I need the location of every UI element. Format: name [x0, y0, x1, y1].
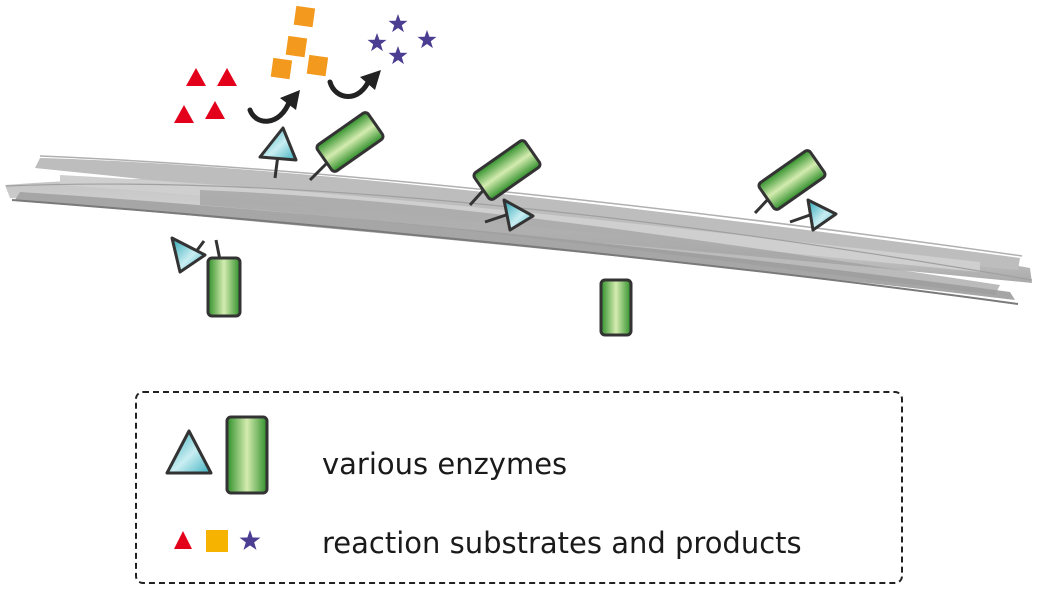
legend-enzymes-label: various enzymes [322, 447, 568, 481]
orange-square-icon [206, 530, 228, 552]
enzyme-rect-bottom-left [206, 239, 242, 318]
substrate-icons [174, 530, 261, 552]
red-triangle-icon [174, 531, 192, 549]
enzyme-triangle-top-middle [484, 198, 535, 232]
enzyme-triangle-top-left [258, 126, 298, 179]
enzyme-rect-top-right [753, 149, 827, 215]
legend-box [135, 391, 903, 584]
enzyme-rect-bottom-middle [599, 278, 633, 337]
enzyme-triangle-bottom-left [170, 236, 207, 274]
red-triangle-icon-group [174, 68, 237, 123]
curved-arrow-icon [327, 70, 381, 99]
triangle-enzyme-icon [165, 429, 213, 475]
enzyme-rect-top-left [308, 111, 385, 182]
curved-arrow-icon [247, 90, 300, 124]
enzyme-triangle-top-right [789, 198, 838, 232]
purple-star-icon-group [367, 14, 437, 65]
purple-star-icon [239, 530, 261, 550]
rectangle-enzyme-icon [225, 415, 269, 495]
legend-substrates-label: reaction substrates and products [322, 526, 802, 560]
orange-square-icon-group [270, 5, 329, 80]
enzyme-rect-top-middle [468, 139, 542, 207]
